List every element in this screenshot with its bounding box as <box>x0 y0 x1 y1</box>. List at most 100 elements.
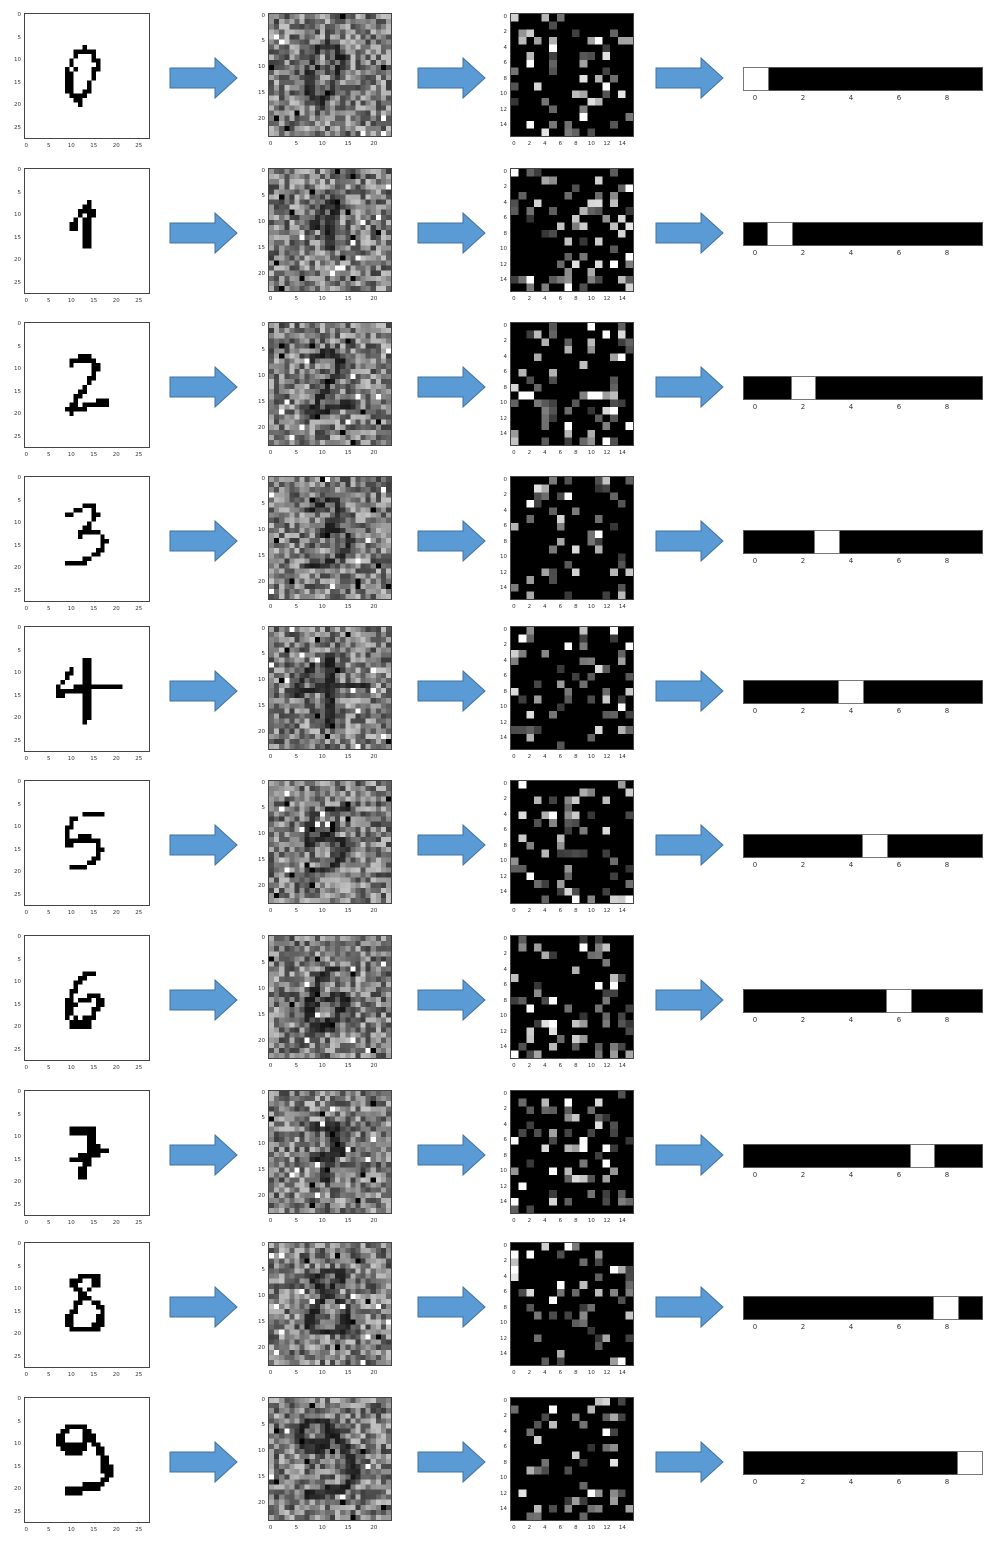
right-arrow-icon <box>655 519 725 566</box>
y-tick-label: 5 <box>261 1422 266 1429</box>
y-tick-label: 0 <box>503 626 508 633</box>
x-tick-label: 0 <box>268 754 273 760</box>
x-tick-label: 10 <box>318 296 326 302</box>
one-hot-cell-4 <box>839 835 863 857</box>
x-tick-label: 25 <box>135 1220 143 1226</box>
y-tick-label: 0 <box>261 1089 266 1096</box>
y-tick-label: 6 <box>503 982 508 989</box>
input-digit-plot-image <box>25 1243 149 1367</box>
x-tick-label: 5 <box>47 1065 51 1071</box>
one-hot-cell-5 <box>863 68 887 90</box>
y-tick-label: 4 <box>503 199 508 206</box>
y-tick-label: 5 <box>17 1263 22 1270</box>
x-tick-label: 2 <box>527 1370 532 1376</box>
x-tick-label: 4 <box>543 604 547 610</box>
one-hot-cell-8 <box>934 377 958 399</box>
x-tick-label: 0 <box>268 1218 273 1224</box>
x-tick-label: 0 <box>752 1478 758 1486</box>
one-hot-cell-1 <box>768 1145 792 1167</box>
y-tick-label: 20 <box>14 1024 21 1031</box>
x-tick-label: 12 <box>603 1218 611 1224</box>
one-hot-cell-2 <box>792 835 816 857</box>
x-tick-label: 20 <box>112 756 120 762</box>
one-hot-cell-1 <box>768 1452 792 1474</box>
x-tick-label: 10 <box>587 908 595 914</box>
one-hot-cell-2 <box>792 68 816 90</box>
x-tick-label: 4 <box>848 249 854 257</box>
y-tick-label: 15 <box>258 1474 265 1481</box>
one-hot-cell-8 <box>933 1296 960 1320</box>
one-hot-cell-1 <box>768 681 792 703</box>
x-tick-label: 10 <box>587 1063 595 1069</box>
y-tick-label: 10 <box>14 520 21 527</box>
y-tick-label: 10 <box>14 1286 21 1293</box>
one-hot-cell-3 <box>815 990 839 1012</box>
x-tick-label: 20 <box>112 1527 120 1533</box>
x-tick-label: 5 <box>294 141 299 147</box>
one-hot-cell-6 <box>887 835 911 857</box>
y-tick-label: 12 <box>500 1183 507 1190</box>
y-tick-label: 2 <box>503 1413 508 1420</box>
right-arrow-icon <box>417 978 487 1025</box>
one-hot-cell-7 <box>911 68 935 90</box>
one-hot-output-bar <box>743 376 983 400</box>
one-hot-cell-5 <box>863 1452 887 1474</box>
conv-feature-map-plot-axes <box>268 1090 392 1214</box>
pooled-feature-map-plot-axes <box>510 322 634 446</box>
x-tick-label: 5 <box>294 604 299 610</box>
y-tick-label: 15 <box>14 692 21 699</box>
x-tick-label: 2 <box>527 604 532 610</box>
right-arrow-icon <box>417 823 487 870</box>
pooled-feature-map-plot-axes <box>510 476 634 600</box>
y-tick-label: 14 <box>500 585 507 592</box>
y-tick-label: 10 <box>500 246 507 253</box>
x-tick-label: 12 <box>603 1370 611 1376</box>
x-tick-label: 14 <box>618 908 626 914</box>
y-tick-label: 14 <box>500 122 507 129</box>
one-hot-cell-9 <box>958 223 982 245</box>
conv-feature-map-plot-image <box>269 14 391 136</box>
x-tick-label: 15 <box>344 1525 352 1531</box>
one-hot-cell-9 <box>958 531 982 553</box>
y-tick-label: 20 <box>14 715 21 722</box>
y-tick-label: 20 <box>14 411 21 418</box>
x-tick-label: 4 <box>543 296 547 302</box>
one-hot-cell-4 <box>839 990 863 1012</box>
x-tick-label: 0 <box>24 606 29 612</box>
one-hot-cell-8 <box>934 1452 958 1474</box>
x-tick-label: 6 <box>558 1218 563 1224</box>
y-tick-label: 20 <box>258 1192 265 1199</box>
x-tick-label: 0 <box>512 1218 516 1224</box>
x-tick-label: 10 <box>67 1065 75 1071</box>
y-tick-label: 12 <box>500 261 507 268</box>
conv-feature-map-plot-image <box>269 1243 391 1365</box>
x-tick-label: 10 <box>67 606 75 612</box>
y-tick-label: 10 <box>258 373 265 380</box>
x-tick-label: 15 <box>90 1372 98 1378</box>
y-tick-label: 0 <box>261 1241 266 1248</box>
y-tick-label: 2 <box>503 642 508 649</box>
y-tick-label: 25 <box>14 1508 21 1515</box>
x-tick-label: 10 <box>318 754 326 760</box>
x-tick-label: 15 <box>344 1370 352 1376</box>
y-tick-label: 15 <box>258 1167 265 1174</box>
x-tick-label: 0 <box>268 604 273 610</box>
x-tick-label: 5 <box>294 908 299 914</box>
x-tick-label: 10 <box>318 1525 326 1531</box>
x-tick-label: 15 <box>90 143 98 149</box>
x-tick-label: 10 <box>67 298 75 304</box>
x-tick-label: 6 <box>558 141 563 147</box>
x-tick-label: 0 <box>512 1063 516 1069</box>
x-tick-label: 5 <box>294 754 299 760</box>
x-tick-label: 5 <box>294 1525 299 1531</box>
one-hot-cell-0 <box>744 835 768 857</box>
one-hot-cell-4 <box>839 1145 863 1167</box>
x-tick-label: 2 <box>527 141 532 147</box>
x-tick-label: 2 <box>800 1478 806 1486</box>
conv-feature-map-plot-image <box>269 169 391 291</box>
x-tick-label: 0 <box>752 707 758 715</box>
pooled-feature-map-plot-axes <box>510 780 634 904</box>
x-tick-label: 4 <box>848 403 854 411</box>
conv-feature-map-plot-image <box>269 627 391 749</box>
